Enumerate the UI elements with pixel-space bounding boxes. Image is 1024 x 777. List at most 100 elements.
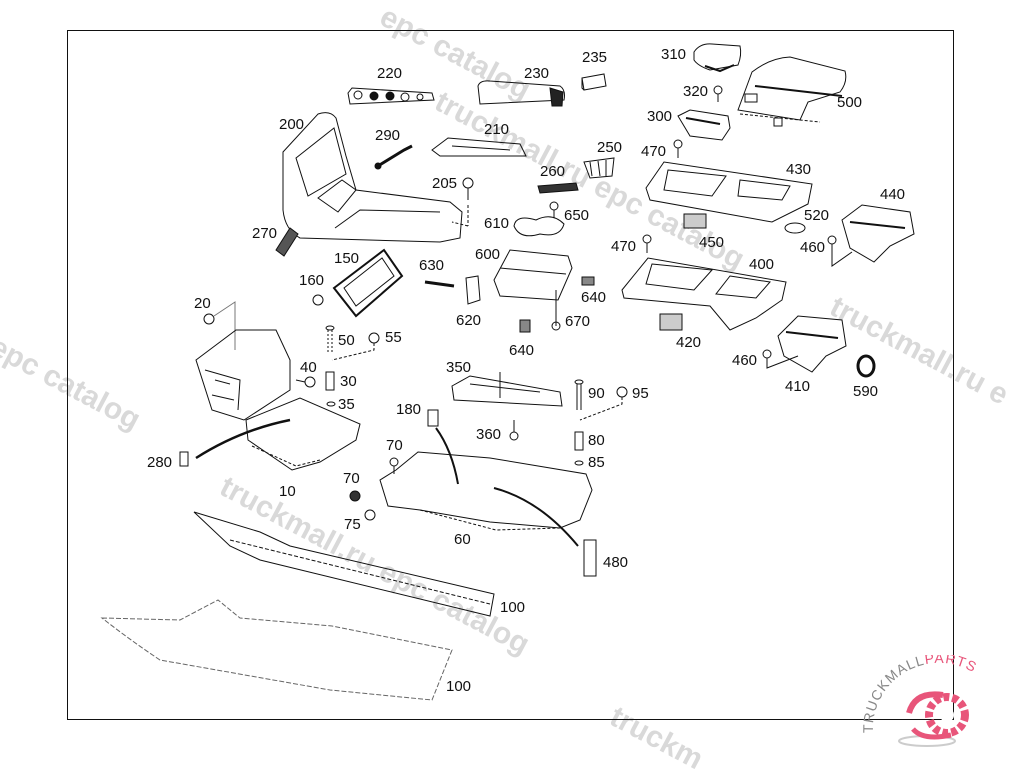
part-640-clip[interactable] — [581, 276, 595, 286]
part-label-60[interactable]: 60 — [454, 531, 471, 548]
part-label-100[interactable]: 100 — [500, 599, 526, 616]
part-label-250[interactable]: 250 — [597, 139, 623, 156]
part-label-75[interactable]: 75 — [344, 516, 361, 533]
part-label-220[interactable]: 220 — [377, 65, 403, 82]
part-600-storage-box[interactable] — [493, 249, 573, 301]
part-235-block[interactable] — [581, 73, 607, 91]
part-label-35[interactable]: 35 — [338, 396, 355, 413]
part-70-screw[interactable] — [389, 457, 399, 474]
part-label-650[interactable]: 650 — [564, 207, 590, 224]
part-630-bolt[interactable] — [424, 280, 455, 288]
part-40-screw[interactable] — [295, 376, 316, 388]
part-70-screw[interactable] — [349, 490, 361, 502]
part-label-470[interactable]: 470 — [641, 143, 667, 160]
part-label-80[interactable]: 80 — [588, 432, 605, 449]
part-label-50[interactable]: 50 — [338, 332, 355, 349]
part-75-ring[interactable] — [364, 509, 376, 521]
part-230-cover[interactable] — [477, 80, 565, 107]
part-label-410[interactable]: 410 — [785, 378, 811, 395]
part-210-bracket[interactable] — [431, 137, 527, 157]
part-205-screw[interactable] — [451, 177, 474, 227]
part-410-holder[interactable] — [777, 315, 847, 373]
part-90-bolt[interactable] — [574, 379, 584, 410]
part-670-screw[interactable] — [551, 290, 561, 331]
part-label-320[interactable]: 320 — [683, 83, 709, 100]
part-label-460[interactable]: 460 — [800, 239, 826, 256]
part-label-430[interactable]: 430 — [786, 161, 812, 178]
part-label-55[interactable]: 55 — [385, 329, 402, 346]
part-60-console-frame[interactable] — [379, 451, 593, 531]
part-280-clip[interactable] — [179, 451, 189, 467]
part-label-610[interactable]: 610 — [484, 215, 510, 232]
part-label-440[interactable]: 440 — [880, 186, 906, 203]
part-80-spacer[interactable] — [574, 431, 584, 451]
part-400-trim[interactable] — [621, 257, 787, 331]
part-520-pad[interactable] — [784, 222, 806, 234]
part-470-screw[interactable] — [642, 234, 652, 253]
part-30-spacer[interactable] — [325, 371, 335, 391]
part-label-20[interactable]: 20 — [194, 295, 211, 312]
part-310-lid[interactable] — [693, 43, 742, 73]
part-470-screw[interactable] — [673, 139, 683, 158]
part-label-270[interactable]: 270 — [252, 225, 278, 242]
part-label-360[interactable]: 360 — [476, 426, 502, 443]
part-label-180[interactable]: 180 — [396, 401, 422, 418]
part-290-cable[interactable] — [374, 144, 413, 170]
part-label-450[interactable]: 450 — [699, 234, 725, 251]
part-100-lower-trim[interactable] — [100, 599, 453, 701]
part-85-washer[interactable] — [574, 460, 584, 466]
part-95-nut[interactable] — [579, 386, 628, 421]
part-360-screw[interactable] — [509, 420, 519, 441]
part-35-washer[interactable] — [326, 401, 336, 407]
part-label-500[interactable]: 500 — [837, 94, 863, 111]
part-20-screw[interactable] — [203, 301, 236, 350]
part-label-85[interactable]: 85 — [588, 454, 605, 471]
part-label-280[interactable]: 280 — [147, 454, 173, 471]
part-590-ring[interactable] — [856, 354, 876, 378]
part-label-520[interactable]: 520 — [804, 207, 830, 224]
part-label-30[interactable]: 30 — [340, 373, 357, 390]
part-300-tray[interactable] — [677, 109, 731, 141]
part-440-holder[interactable] — [841, 204, 915, 263]
part-label-290[interactable]: 290 — [375, 127, 401, 144]
part-150-frame[interactable] — [332, 248, 404, 318]
part-450-switch[interactable] — [683, 213, 707, 229]
part-label-640[interactable]: 640 — [509, 342, 535, 359]
part-label-95[interactable]: 95 — [632, 385, 649, 402]
part-460-screw[interactable] — [762, 349, 799, 369]
part-160-screw[interactable] — [312, 294, 324, 306]
part-610-seal[interactable] — [513, 216, 565, 237]
part-label-90[interactable]: 90 — [588, 385, 605, 402]
part-label-210[interactable]: 210 — [484, 121, 510, 138]
part-270-switch[interactable] — [275, 227, 299, 257]
part-label-300[interactable]: 300 — [647, 108, 673, 125]
part-350-rail[interactable] — [451, 372, 563, 407]
part-label-260[interactable]: 260 — [540, 163, 566, 180]
part-label-200[interactable]: 200 — [279, 116, 305, 133]
part-label-70[interactable]: 70 — [386, 437, 403, 454]
part-label-670[interactable]: 670 — [565, 313, 591, 330]
part-500-armrest[interactable] — [737, 56, 847, 127]
part-label-350[interactable]: 350 — [446, 359, 472, 376]
part-260-mat[interactable] — [537, 182, 579, 194]
part-180-clip[interactable] — [427, 409, 439, 427]
part-640-clip[interactable] — [519, 319, 531, 333]
part-label-640[interactable]: 640 — [581, 289, 607, 306]
part-430-trim[interactable] — [645, 161, 813, 223]
part-label-420[interactable]: 420 — [676, 334, 702, 351]
part-label-590[interactable]: 590 — [853, 383, 879, 400]
part-480-switch[interactable] — [583, 539, 597, 577]
part-320-screw[interactable] — [713, 85, 723, 102]
part-label-205[interactable]: 205 — [432, 175, 458, 192]
part-label-400[interactable]: 400 — [749, 256, 775, 273]
part-55-nut[interactable] — [331, 332, 380, 361]
part-label-150[interactable]: 150 — [334, 250, 360, 267]
part-250-clip[interactable] — [583, 157, 615, 179]
part-label-70[interactable]: 70 — [343, 470, 360, 487]
part-label-230[interactable]: 230 — [524, 65, 550, 82]
part-label-40[interactable]: 40 — [300, 359, 317, 376]
part-label-630[interactable]: 630 — [419, 257, 445, 274]
part-220-switch-panel[interactable] — [347, 87, 435, 105]
part-420-switch[interactable] — [659, 313, 683, 331]
part-label-480[interactable]: 480 — [603, 554, 629, 571]
